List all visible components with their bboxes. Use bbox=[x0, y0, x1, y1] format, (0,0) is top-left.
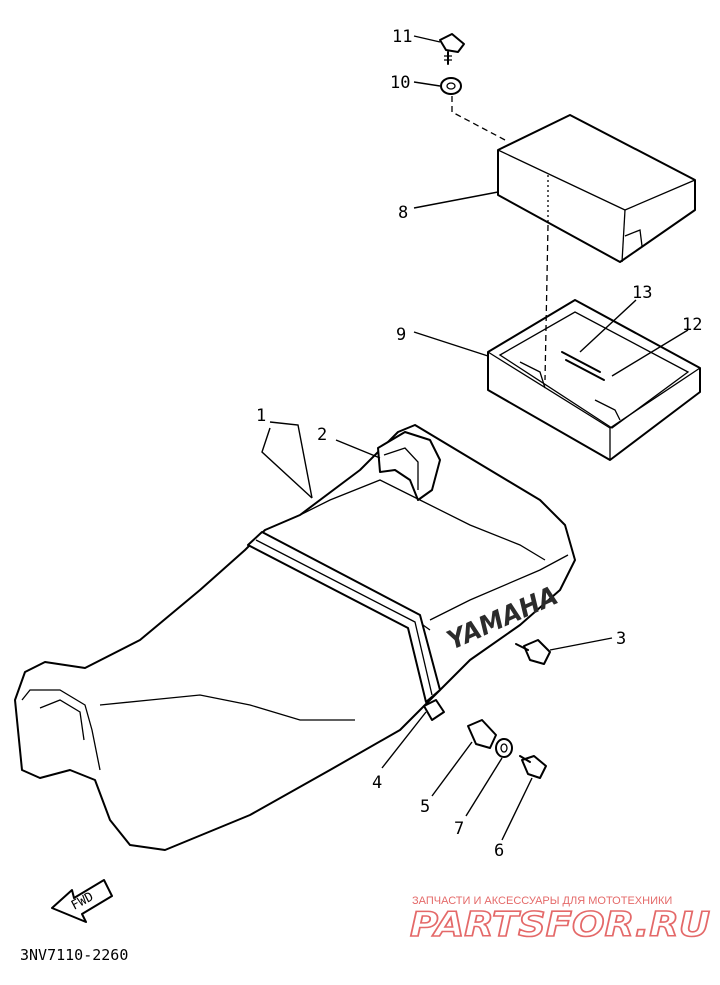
callout-11: 11 bbox=[392, 27, 412, 47]
callout-5: 5 bbox=[420, 797, 430, 817]
watermark-logo: PARTSFOR.RU bbox=[410, 905, 710, 945]
bolt-part-3 bbox=[515, 639, 551, 665]
callout-3: 3 bbox=[616, 629, 626, 649]
callout-4: 4 bbox=[372, 773, 382, 793]
screw-part-11 bbox=[439, 33, 465, 65]
callout-9: 9 bbox=[396, 325, 406, 345]
strap-bracket bbox=[423, 699, 445, 721]
drawing-code: 3NV7110-2260 bbox=[20, 946, 128, 964]
callout-13: 13 bbox=[632, 283, 652, 303]
callout-7: 7 bbox=[454, 819, 464, 839]
nut-clip bbox=[467, 719, 497, 749]
bolt-part-6 bbox=[519, 755, 547, 779]
washer bbox=[495, 738, 513, 758]
callout-6: 6 bbox=[494, 841, 504, 861]
callout-8: 8 bbox=[398, 203, 408, 223]
leader-lines bbox=[261, 35, 689, 841]
callout-1: 1 bbox=[256, 406, 266, 426]
document-case-tray bbox=[487, 299, 701, 461]
callout-12: 12 bbox=[682, 315, 702, 335]
callout-10: 10 bbox=[390, 73, 410, 93]
watermark-tagline: ЗАПЧАСТИ И АКСЕССУАРЫ ДЛЯ МОТОТЕХНИКИ bbox=[412, 895, 672, 907]
document-case-lid bbox=[497, 114, 696, 263]
callout-2: 2 bbox=[317, 425, 327, 445]
washer-part-10 bbox=[440, 77, 462, 95]
seat-assembly bbox=[14, 424, 576, 851]
fwd-arrow: FWD bbox=[51, 879, 113, 923]
watermark: ЗАПЧАСТИ И АКСЕССУАРЫ ДЛЯ МОТОТЕХНИКИ PA… bbox=[409, 895, 711, 946]
assembly-line-case bbox=[544, 224, 549, 381]
assembly-line-top bbox=[451, 96, 506, 141]
seat-strap-clip bbox=[377, 431, 441, 501]
callout-labels: 1 2 3 4 5 6 7 8 9 10 11 12 13 bbox=[256, 27, 702, 861]
